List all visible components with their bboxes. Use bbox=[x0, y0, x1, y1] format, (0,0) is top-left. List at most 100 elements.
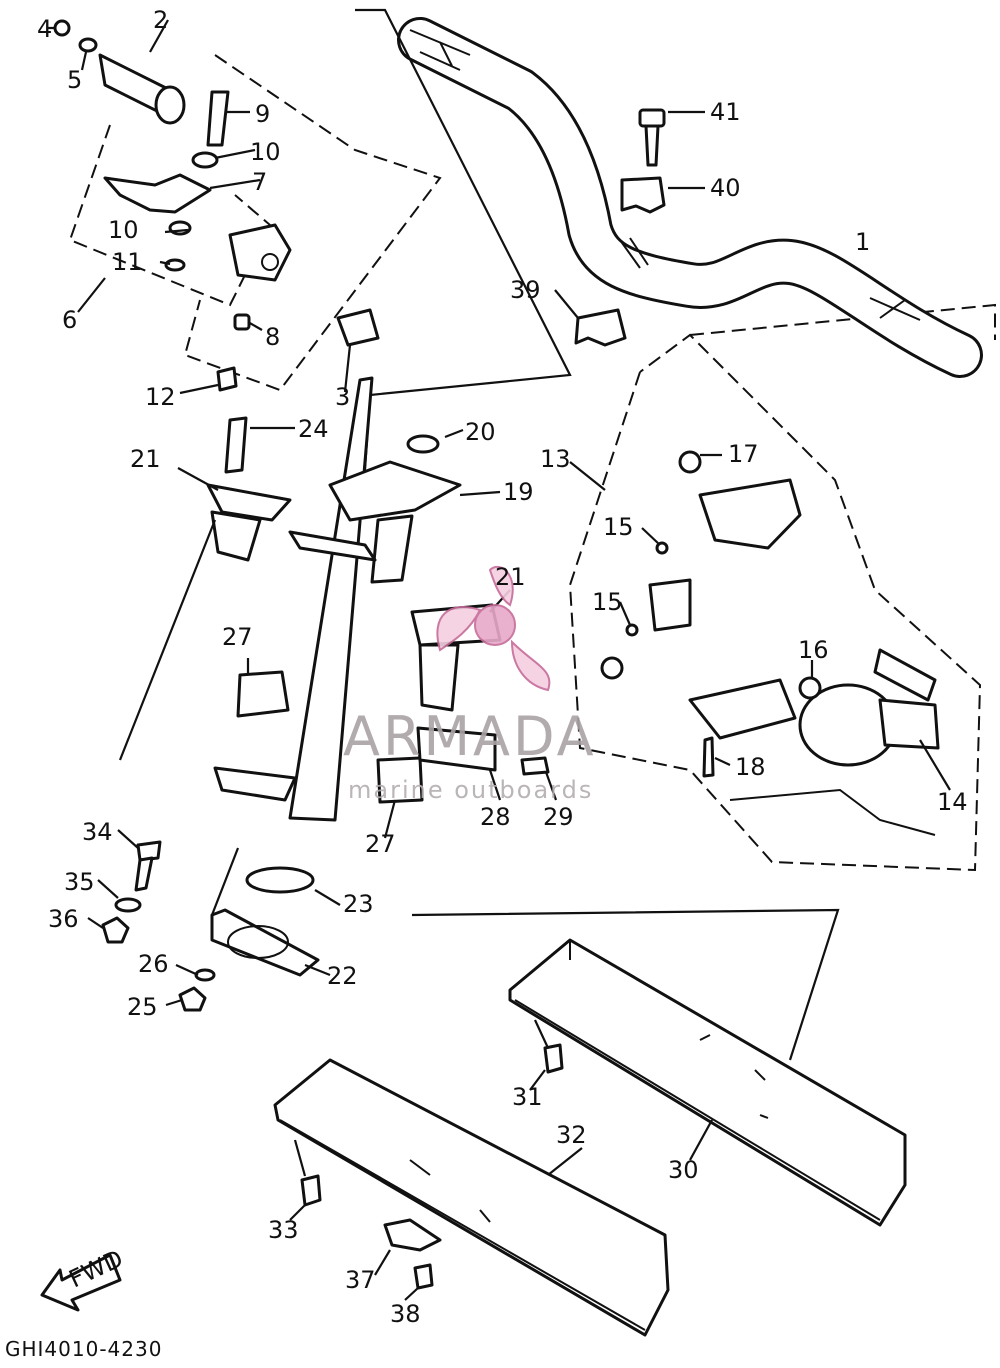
clamp-bolt-41 bbox=[638, 108, 666, 128]
nut-25 bbox=[178, 986, 207, 1012]
watermark-tagline: marine outboards bbox=[348, 776, 593, 804]
callout-10-lower: 10 bbox=[108, 216, 139, 244]
cover-32 bbox=[273, 1058, 670, 1337]
throttle-housing bbox=[228, 223, 292, 282]
washer-10a bbox=[191, 151, 219, 169]
callout-33: 33 bbox=[268, 1216, 299, 1244]
callout-40: 40 bbox=[710, 174, 741, 202]
lever-group-boundary bbox=[68, 124, 272, 307]
clip-37 bbox=[383, 1218, 442, 1252]
fwd-arrow-icon: FWD bbox=[40, 1244, 127, 1312]
switch-assembly-group bbox=[569, 450, 951, 836]
handlebar-clamp-group bbox=[554, 108, 705, 347]
covers-group bbox=[273, 908, 907, 1337]
callout-39: 39 bbox=[510, 276, 541, 304]
washer-5 bbox=[78, 37, 98, 53]
screw-12 bbox=[216, 366, 238, 392]
handlebar-grip-knurling bbox=[409, 29, 921, 321]
clip-11 bbox=[164, 258, 186, 272]
callout-labels: 2 4 5 9 10 7 10 11 6 8 3 12 41 40 1 39 2… bbox=[37, 6, 968, 1328]
callout-16: 16 bbox=[798, 636, 829, 664]
callout-12: 12 bbox=[145, 383, 176, 411]
callout-30: 30 bbox=[668, 1156, 699, 1184]
callout-38: 38 bbox=[390, 1300, 421, 1328]
screw-31 bbox=[543, 1043, 564, 1074]
switch-wires bbox=[729, 788, 936, 836]
throttle-grip-group bbox=[48, 19, 380, 395]
callout-24: 24 bbox=[298, 415, 329, 443]
watermark-brand: ARMADA bbox=[343, 705, 597, 768]
callout-11: 11 bbox=[112, 248, 143, 276]
callout-20: 20 bbox=[465, 418, 496, 446]
bushing-20 bbox=[406, 434, 440, 454]
callout-27-lower: 27 bbox=[365, 830, 396, 858]
bolt-29 bbox=[520, 756, 550, 776]
bracket-28 bbox=[416, 726, 497, 772]
diagram-code: GHI4010-4230 bbox=[5, 1337, 162, 1361]
callout-13: 13 bbox=[540, 445, 571, 473]
callout-25: 25 bbox=[127, 993, 158, 1021]
callout-9: 9 bbox=[255, 100, 270, 128]
callout-7: 7 bbox=[252, 168, 267, 196]
callout-22: 22 bbox=[327, 962, 358, 990]
callout-31: 31 bbox=[512, 1083, 543, 1111]
switch-body bbox=[648, 578, 692, 632]
spring-8 bbox=[233, 313, 251, 331]
upper-bracket-19 bbox=[328, 460, 462, 522]
switch-housing bbox=[698, 478, 802, 550]
upper-clamp-40 bbox=[620, 176, 666, 214]
screw-38 bbox=[413, 1263, 434, 1290]
switch-assembly-boundary bbox=[568, 333, 982, 872]
callout-28: 28 bbox=[480, 803, 511, 831]
callout-8: 8 bbox=[265, 323, 280, 351]
bolt-24 bbox=[224, 416, 248, 474]
callout-21-right: 21 bbox=[495, 563, 526, 591]
callout-19: 19 bbox=[503, 478, 534, 506]
callout-21-left: 21 bbox=[130, 445, 161, 473]
collar-3 bbox=[336, 308, 380, 347]
washer-26 bbox=[194, 968, 216, 982]
callout-1: 1 bbox=[855, 228, 870, 256]
switch-assembly-edge bbox=[689, 303, 996, 340]
screw-33 bbox=[300, 1174, 322, 1207]
propeller-logo-icon bbox=[436, 565, 551, 692]
assembly-boundaries bbox=[68, 54, 996, 872]
callout-4: 4 bbox=[37, 15, 52, 43]
callout-15-lower: 15 bbox=[592, 588, 623, 616]
screw-4 bbox=[53, 19, 71, 37]
callout-36: 36 bbox=[48, 905, 79, 933]
cable-bracket bbox=[288, 530, 377, 562]
callout-27-upper: 27 bbox=[222, 623, 253, 651]
callout-18: 18 bbox=[735, 753, 766, 781]
screw-15b bbox=[625, 623, 639, 637]
spacer-27a bbox=[236, 670, 290, 718]
callout-5: 5 bbox=[67, 66, 82, 94]
washer bbox=[600, 656, 624, 680]
callout-3: 3 bbox=[335, 383, 350, 411]
callout-32: 32 bbox=[556, 1121, 587, 1149]
callout-14: 14 bbox=[937, 788, 968, 816]
pin-9 bbox=[206, 90, 230, 147]
callout-37: 37 bbox=[345, 1266, 376, 1294]
callout-34: 34 bbox=[82, 818, 113, 846]
callout-29: 29 bbox=[543, 803, 574, 831]
lower-clamp-39 bbox=[574, 308, 627, 347]
callout-26: 26 bbox=[138, 950, 169, 978]
switch-base bbox=[688, 678, 797, 740]
steering-column-group bbox=[118, 376, 558, 977]
nut-36 bbox=[101, 916, 130, 944]
grommet-16 bbox=[798, 676, 822, 700]
bracket-21a bbox=[206, 483, 292, 522]
spacer-27b bbox=[376, 756, 424, 804]
armada-watermark: ARMADA marine outboards bbox=[343, 565, 597, 804]
callout-23: 23 bbox=[343, 890, 374, 918]
handlebar bbox=[355, 8, 983, 471]
clamp-23 bbox=[245, 866, 315, 894]
spring-coil bbox=[873, 648, 937, 702]
callout-35: 35 bbox=[64, 868, 95, 896]
throttle-assembly-boundary bbox=[183, 54, 442, 392]
lever-7 bbox=[103, 173, 212, 214]
washer-35 bbox=[114, 897, 142, 913]
